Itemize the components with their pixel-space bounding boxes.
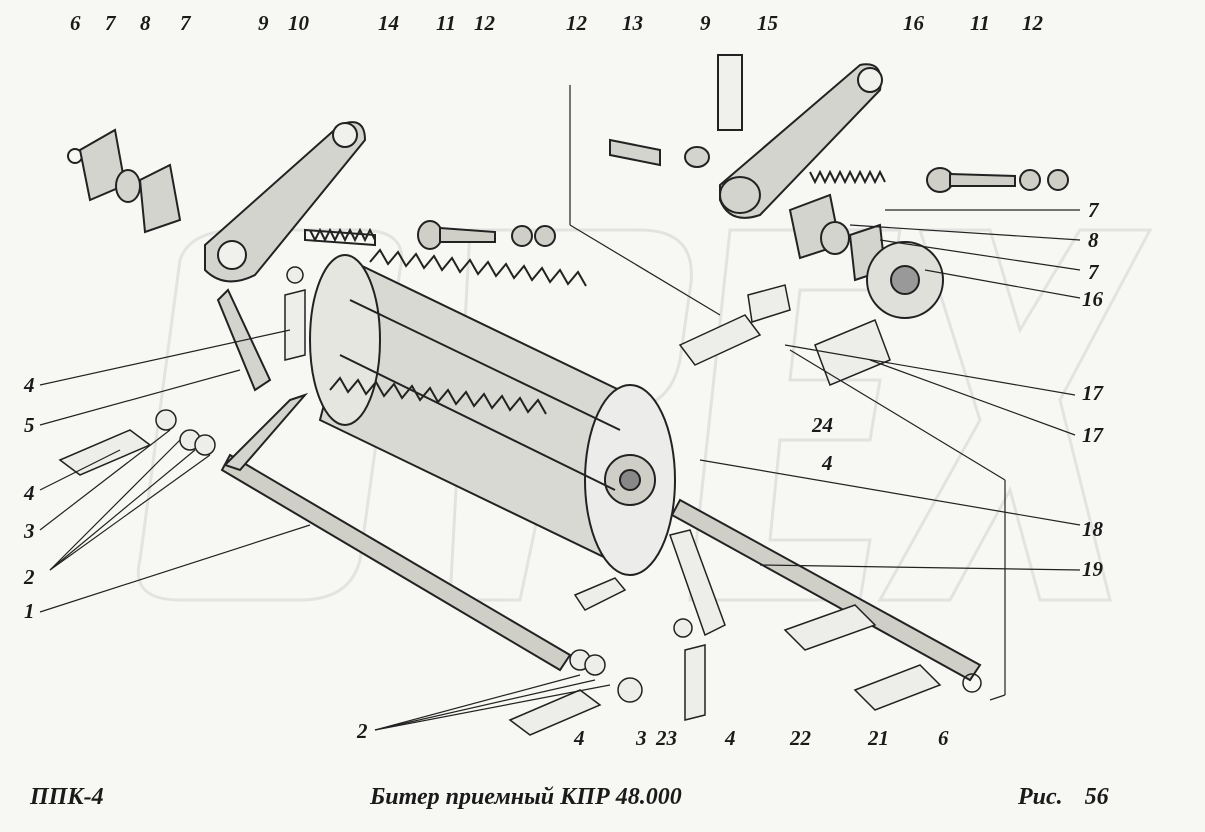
- callout-21: 21: [867, 726, 889, 750]
- beater-drum: [309, 248, 676, 576]
- callout-4: 4: [724, 726, 736, 750]
- callout-4: 4: [23, 481, 35, 505]
- small-parts: [58, 266, 982, 736]
- callout-10: 10: [288, 11, 310, 35]
- callout-15: 14: [378, 11, 399, 35]
- callout-22: 22: [789, 726, 812, 750]
- callout-8: 8: [140, 11, 151, 35]
- callout-4: 4: [573, 726, 585, 750]
- footer-figure: Рис. 56: [1018, 784, 1109, 811]
- callout-3: 3: [23, 519, 35, 543]
- callout-7: 7: [180, 11, 192, 35]
- callout-18: 17: [1082, 423, 1105, 447]
- callout-24: 24: [811, 413, 833, 437]
- callout-14: 13: [622, 11, 643, 35]
- callout-4: 4: [821, 451, 833, 475]
- callout-8: 8: [1088, 228, 1099, 252]
- footer-title: Битер приемный КПР 48.000: [370, 784, 682, 810]
- callout-11: 11: [970, 11, 990, 35]
- callout-7: 7: [1088, 198, 1100, 222]
- callout-23: 23: [655, 726, 677, 750]
- right-spring-bolt: [809, 167, 1069, 193]
- callout-9: 9: [700, 11, 711, 35]
- callout-labels: 6 7 8 7 9 10 14 11 12 12 13 9 15 16 11 1…: [23, 11, 1105, 750]
- left-bearing-set: [67, 128, 182, 234]
- callout-7: 7: [105, 11, 117, 35]
- callout-16: 15: [757, 11, 778, 35]
- callout-7: 7: [1088, 260, 1100, 284]
- callout-17: 17: [1082, 381, 1105, 405]
- callout-1: 1: [24, 599, 35, 623]
- callout-19: 18: [1082, 517, 1104, 541]
- callout-9: 9: [258, 11, 269, 35]
- callout-20: 19: [1082, 557, 1104, 581]
- right-arm: [609, 54, 883, 219]
- callout-13: 12: [566, 11, 588, 35]
- callout-5: 5: [24, 413, 35, 437]
- callout-6: 6: [70, 11, 81, 35]
- callout-4: 4: [23, 373, 35, 397]
- figure-prefix: Рис.: [1018, 784, 1063, 810]
- right-shaft: [670, 498, 982, 682]
- callout-12: 12: [474, 11, 496, 35]
- callout-11: 11: [436, 11, 456, 35]
- callout-16: 16: [1082, 287, 1104, 311]
- figure-number: 56: [1084, 784, 1109, 810]
- footer-code: ППК-4: [30, 784, 104, 810]
- callout-2: 2: [23, 565, 35, 589]
- left-spring-bolt: [304, 220, 556, 250]
- callout-17: 16: [903, 11, 925, 35]
- sprocket-assembly: [788, 193, 944, 319]
- leader-lines: [39, 85, 1081, 731]
- callout-2: 2: [356, 719, 368, 743]
- callout-3: 3: [635, 726, 647, 750]
- callout-12: 12: [1022, 11, 1044, 35]
- callout-6: 6: [938, 726, 949, 750]
